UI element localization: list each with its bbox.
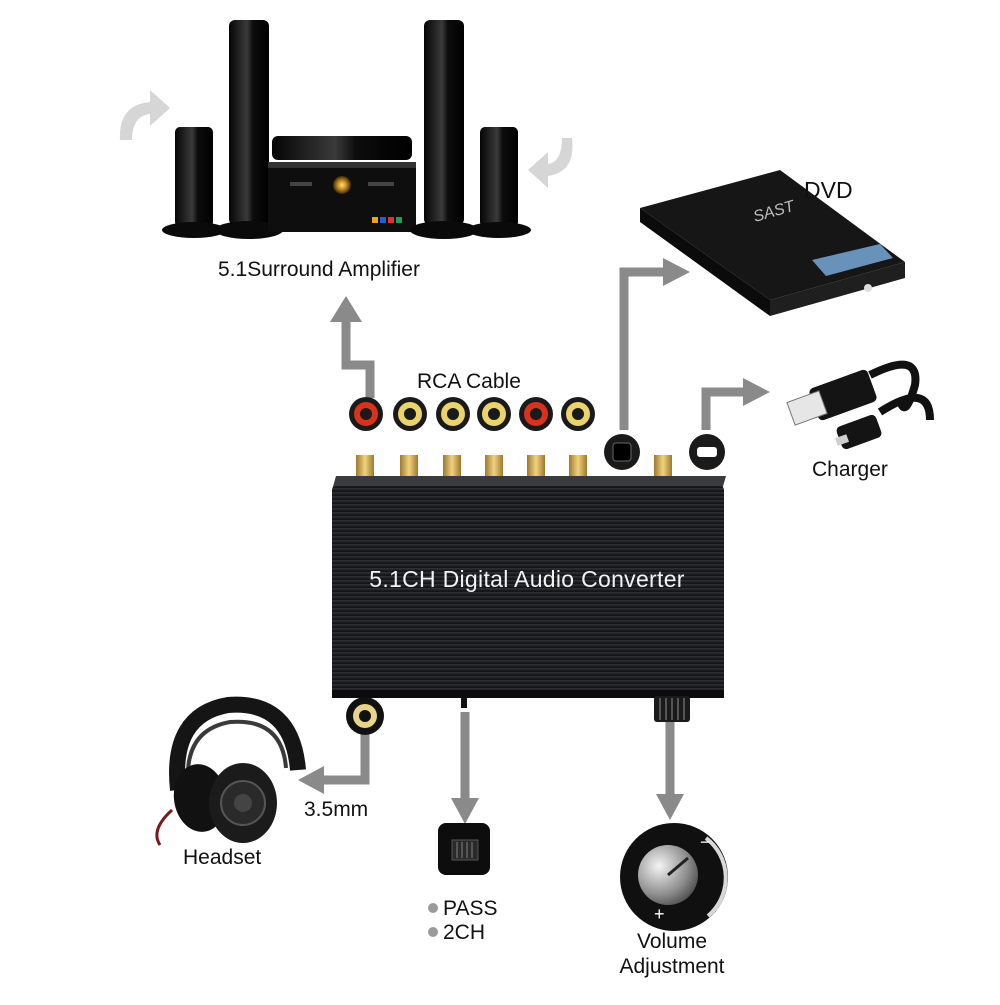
amplifier-label: 5.1Surround Amplifier xyxy=(218,258,420,281)
dvd-label: DVD xyxy=(804,177,853,203)
arrow-heads xyxy=(298,258,770,824)
2ch-dot-icon xyxy=(428,927,438,937)
arrow-to-dvd xyxy=(619,267,665,430)
rca-plug-red-icon xyxy=(349,397,383,431)
pass-dot-icon xyxy=(428,903,438,913)
front-left-speaker xyxy=(229,20,269,225)
arrow-to-headset xyxy=(322,722,370,785)
volume-label-line1: Volume xyxy=(636,930,708,953)
amplifier-unit xyxy=(268,162,416,232)
center-speaker xyxy=(272,136,412,160)
mode-switch-image xyxy=(428,823,490,937)
headset-image xyxy=(155,696,306,846)
rca-cable-plugs xyxy=(349,397,725,470)
volume-dial-image: + − xyxy=(620,823,728,931)
front-right-speaker xyxy=(424,20,464,225)
micro-usb-plug-icon xyxy=(834,434,850,446)
optical-port-icon xyxy=(604,434,640,470)
rca-plug-yellow-icon xyxy=(393,397,427,431)
arrow-to-charger xyxy=(701,387,745,430)
arrow-left-head-icon xyxy=(298,766,324,794)
2ch-mode-label: 2CH xyxy=(443,921,486,944)
arrow-right-head-icon xyxy=(743,378,770,406)
usb-a-plug-icon xyxy=(786,390,828,426)
pass-mode-label: PASS xyxy=(443,897,498,920)
slide-switch-icon xyxy=(451,839,479,861)
arrow-right-head-icon xyxy=(663,258,690,286)
rotate-right-arrow-icon xyxy=(528,138,573,188)
dvd-player-image: SAST xyxy=(640,170,905,316)
arrow-to-amplifier xyxy=(341,320,375,398)
surround-speaker-system xyxy=(119,20,573,239)
rca-plug-red-icon xyxy=(519,397,553,431)
arrow-down-head-icon xyxy=(451,798,479,824)
volume-label-line2: Adjustment xyxy=(619,955,725,978)
rca-plug-yellow-icon xyxy=(436,397,470,431)
headset-label: Headset xyxy=(183,846,262,869)
charger-label: Charger xyxy=(812,458,888,481)
left-surround-speaker xyxy=(175,127,213,227)
rca-plug-yellow-icon xyxy=(561,397,595,431)
device-front-panel xyxy=(332,486,724,696)
arrow-down-head-icon xyxy=(656,794,684,820)
right-surround-speaker xyxy=(480,127,518,227)
amplifier-knob-icon xyxy=(333,176,351,194)
headphone-jack-icon xyxy=(346,697,384,735)
converter-device xyxy=(332,455,726,735)
rotate-left-arrow-icon xyxy=(119,90,170,140)
device-title: 5.1CH Digital Audio Converter xyxy=(369,566,685,592)
rca-plug-yellow-icon xyxy=(477,397,511,431)
jack-size-label: 3.5mm xyxy=(304,798,369,821)
connection-arrows xyxy=(322,267,745,800)
mini-usb-port-icon xyxy=(689,434,725,470)
rca-cable-label: RCA Cable xyxy=(417,370,521,393)
svg-text:−: − xyxy=(700,832,711,852)
svg-text:+: + xyxy=(654,904,665,924)
rca-jack-row xyxy=(356,455,672,480)
arrow-up-head-icon xyxy=(330,296,362,322)
usb-charger-cable-image xyxy=(786,360,934,450)
